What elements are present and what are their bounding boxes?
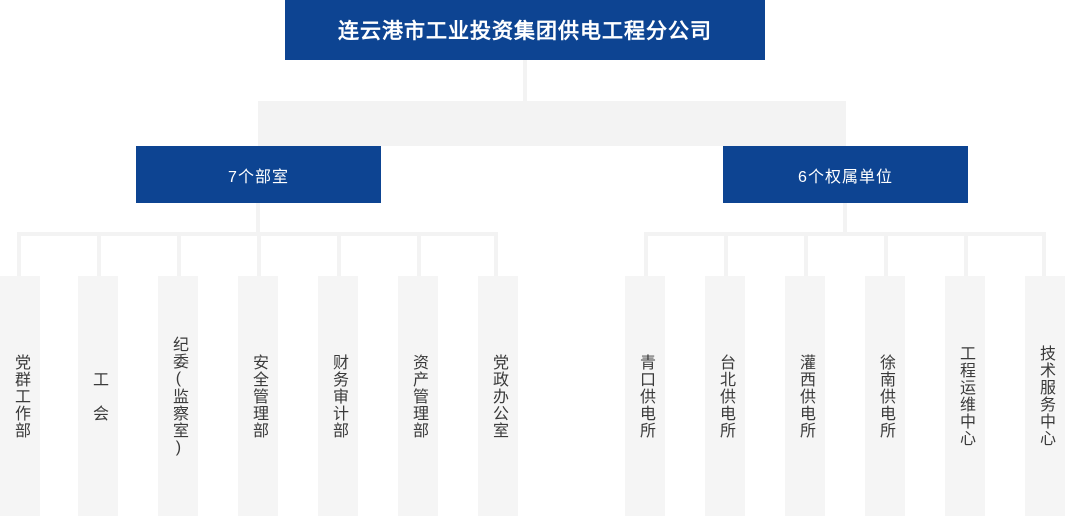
- connector-tick: [724, 232, 728, 276]
- connector-tick: [494, 232, 498, 276]
- leaf-label: 技术服务中心: [1036, 345, 1054, 447]
- connector-drop-affiliated-units: [843, 203, 847, 234]
- connector-tick: [804, 232, 808, 276]
- leaf-box-affiliated-units-0[interactable]: 青口供电所: [625, 276, 665, 516]
- leaf-label: 徐南供电所: [876, 353, 894, 439]
- connector-tick: [177, 232, 181, 276]
- leaf-box-departments-3[interactable]: 安全管理部: [238, 276, 278, 516]
- connector-drop-departments: [256, 203, 260, 234]
- connector-tick: [17, 232, 21, 276]
- leaf-box-departments-6[interactable]: 党政办公室: [478, 276, 518, 516]
- connector-tick: [964, 232, 968, 276]
- leaf-label: 党群工作部: [11, 353, 29, 439]
- group-box-affiliated-units[interactable]: 6个权属单位: [723, 146, 968, 203]
- leaf-box-affiliated-units-1[interactable]: 台北供电所: [705, 276, 745, 516]
- leaf-box-departments-1[interactable]: 工 会: [78, 276, 118, 516]
- leaf-label: 资产管理部: [409, 353, 427, 439]
- leaf-box-affiliated-units-2[interactable]: 灌西供电所: [785, 276, 825, 516]
- connector-tick: [417, 232, 421, 276]
- leaf-label: 青口供电所: [636, 353, 654, 439]
- connector-tick: [884, 232, 888, 276]
- leaf-label: 工 会: [89, 370, 107, 422]
- leaf-box-departments-0[interactable]: 党群工作部: [0, 276, 40, 516]
- leaf-box-departments-4[interactable]: 财务审计部: [318, 276, 358, 516]
- group-box-departments[interactable]: 7个部室: [136, 146, 381, 203]
- leaf-label: 灌西供电所: [796, 353, 814, 439]
- leaf-label: 工程运维中心: [956, 345, 974, 447]
- connector-trunk-vertical: [523, 60, 527, 101]
- leaf-box-affiliated-units-5[interactable]: 技术服务中心: [1025, 276, 1065, 516]
- leaf-box-affiliated-units-4[interactable]: 工程运维中心: [945, 276, 985, 516]
- leaf-label: 台北供电所: [716, 353, 734, 439]
- leaf-label: 安全管理部: [249, 353, 267, 439]
- connector-tick: [1042, 232, 1046, 276]
- leaf-label: 财务审计部: [329, 353, 347, 439]
- root-org-box[interactable]: 连云港市工业投资集团供电工程分公司: [285, 0, 765, 60]
- connector-tick: [644, 232, 648, 276]
- leaf-box-affiliated-units-3[interactable]: 徐南供电所: [865, 276, 905, 516]
- leaf-box-departments-2[interactable]: 纪委(监察室): [158, 276, 198, 516]
- connector-horizontal-band: [258, 101, 846, 146]
- leaf-label: 纪委(监察室): [169, 335, 187, 457]
- connector-tick: [337, 232, 341, 276]
- connector-rail-affiliated-units: [644, 232, 1046, 236]
- connector-tick: [97, 232, 101, 276]
- leaf-box-departments-5[interactable]: 资产管理部: [398, 276, 438, 516]
- leaf-label: 党政办公室: [489, 353, 507, 439]
- connector-tick: [257, 232, 261, 276]
